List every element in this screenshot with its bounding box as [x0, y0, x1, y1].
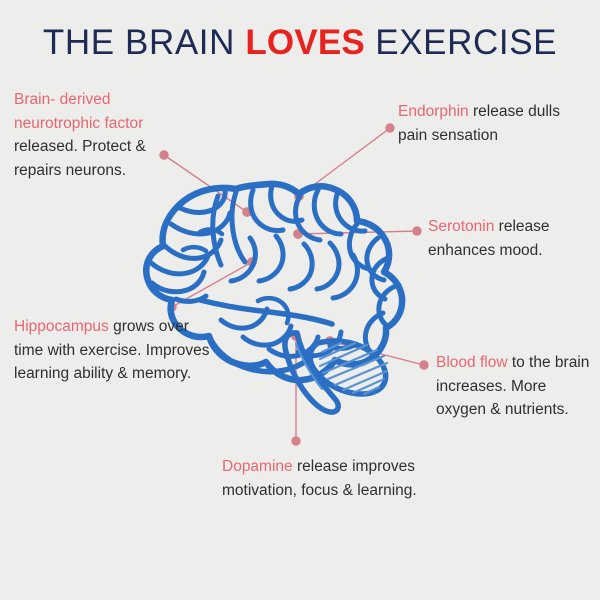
connector-bloodflow — [325, 336, 429, 370]
connector-endorphin — [294, 123, 395, 201]
page-title: THE BRAIN LOVES EXERCISE — [0, 23, 600, 63]
callout-dopamine-highlight: Dopamine — [222, 458, 293, 475]
callout-bdnf-body: released. Protect & repairs neurons. — [14, 138, 146, 179]
callout-hippocampus-highlight: Hippocampus — [14, 318, 109, 335]
title-accent-word: LOVES — [245, 23, 365, 62]
callout-endorphin: Endorphin release dulls pain sensation — [398, 100, 593, 147]
callout-bloodflow: Blood flow to the brain increases. More … — [436, 351, 596, 422]
callout-dopamine: Dopamine release improves motivation, fo… — [222, 455, 422, 502]
connector-dopamine — [291, 331, 301, 446]
callout-bloodflow-highlight: Blood flow — [436, 354, 508, 371]
title-part-2: EXERCISE — [364, 23, 558, 62]
callout-endorphin-highlight: Endorphin — [398, 103, 469, 120]
callout-serotonin: Serotonin release enhances mood. — [428, 215, 598, 262]
connector-serotonin — [293, 226, 422, 239]
callout-dopamine-body: release improves motivation, focus & lea… — [222, 458, 417, 499]
connector-hippocampus — [167, 257, 257, 312]
callout-bdnf: Brain- derived neurotrophic factor relea… — [14, 88, 189, 182]
callout-bdnf-highlight: Brain- derived neurotrophic factor — [14, 91, 144, 132]
callout-serotonin-body: release enhances mood. — [428, 218, 550, 259]
callout-bloodflow-body: to the brain increases. More oxygen & nu… — [436, 354, 590, 419]
callout-endorphin-body: release dulls pain sensation — [398, 103, 560, 144]
callout-hippocampus: Hippocampus grows over time with exercis… — [14, 315, 214, 386]
callout-hippocampus-body: grows over time with exercise. Improves … — [14, 318, 210, 383]
callout-serotonin-highlight: Serotonin — [428, 218, 495, 235]
title-part-1: THE BRAIN — [42, 23, 246, 62]
